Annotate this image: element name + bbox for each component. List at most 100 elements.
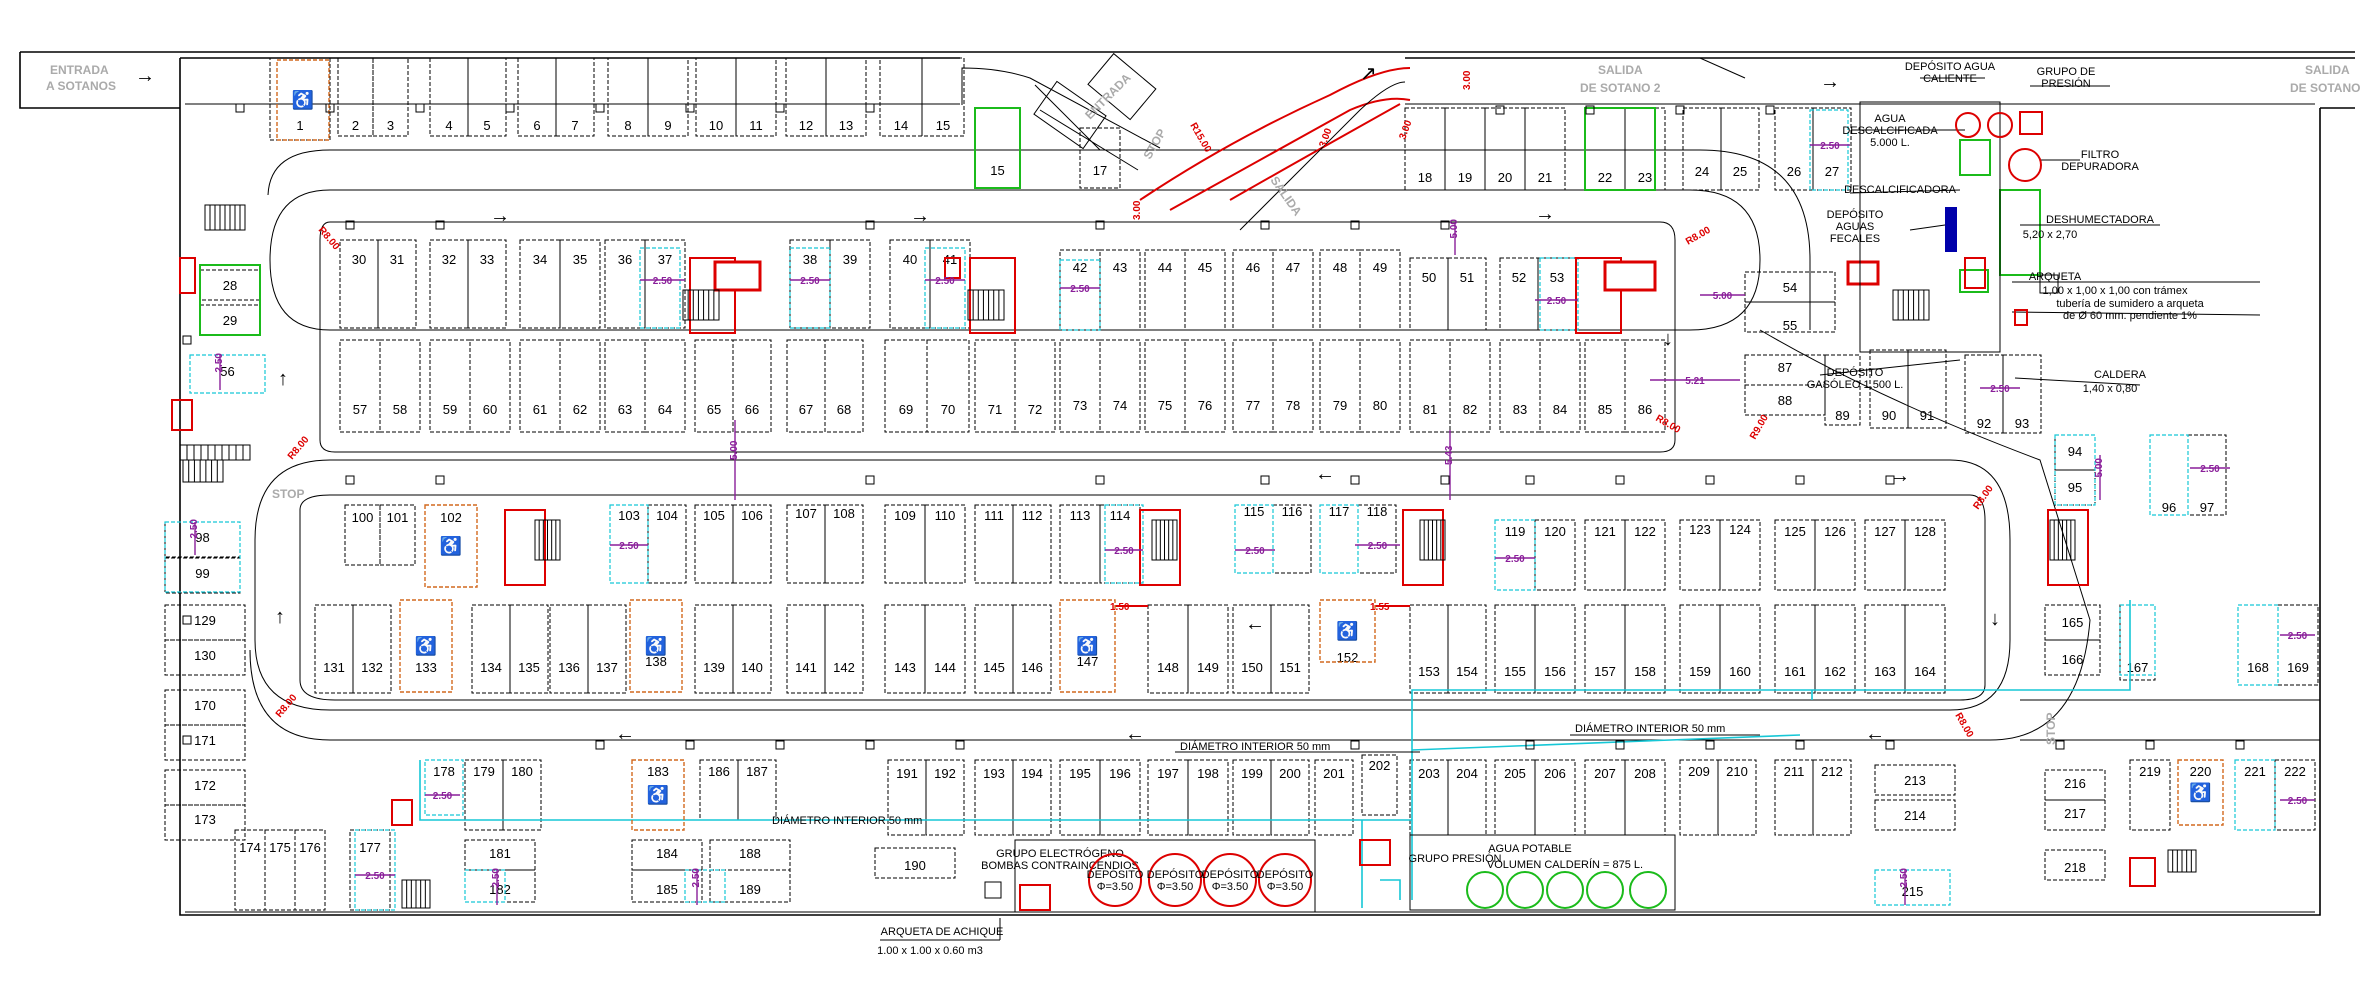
column-marker [182,615,192,625]
parking-space [1187,759,1229,836]
accessible-space-outline [399,599,453,693]
space-number: 117 [1329,504,1350,519]
parking-space [786,339,826,433]
parking-space [884,604,926,694]
parking-space [339,339,381,433]
space-number: 179 [473,764,495,779]
space-number: 45 [1198,260,1212,275]
entrance-label: A SOTANOS [46,79,116,93]
space-number: 186 [708,764,730,779]
right-lane-edge [2020,699,2320,741]
space-number: 82 [1463,402,1477,417]
space-number: 171 [194,733,216,748]
space-number: 106 [741,508,763,523]
column-marker [1675,105,1685,115]
space-number: 192 [934,766,956,781]
traffic-arrow-icon: → [135,65,155,87]
column-marker [345,220,355,230]
column-marker [182,335,192,345]
space-number: 96 [2162,500,2176,515]
traffic-arrow-icon: → [490,205,510,227]
parking-space [1409,339,1451,433]
space-number: 36 [618,252,632,267]
space-number: 58 [393,402,407,417]
dimension-label: 2.50 [1070,284,1090,295]
space-number: 196 [1109,766,1131,781]
traffic-arrow-icon: ← [615,723,635,745]
space-number: 215 [1902,884,1924,899]
parking-space [314,604,354,694]
parking-space [344,504,381,566]
parking-space [1232,339,1274,433]
equipment-label: DEPÓSITO [1827,366,1884,379]
parking-space [644,339,686,433]
parking-space [1079,127,1121,189]
space-number: 49 [1373,260,1387,275]
parking-space [1447,604,1487,694]
parking-space [517,57,557,137]
column-marker [235,103,245,113]
tank-label: DEPÓSITO [1202,868,1259,881]
parking-space [294,829,326,911]
column-marker [1585,105,1595,115]
parking-space [1012,604,1052,694]
parking-space [555,57,595,137]
pipe-label: DIÁMETRO INTERIOR 50 mm [1180,740,1330,753]
parking-space [549,604,589,694]
space-number: 108 [833,506,855,521]
dimension-label: 2.50 [619,541,639,552]
space-number: 138 [645,654,667,669]
traffic-arrow-icon: ↗ [1360,63,1377,85]
space-number: 105 [703,508,725,523]
outer-lane [249,149,2091,741]
space-number: 64 [658,402,672,417]
space-number: 181 [489,846,511,861]
parking-space [1499,339,1541,433]
space-number: 86 [1638,402,1652,417]
dimension-label: 2.50 [935,276,955,287]
dimension-label: 2.50 [1899,868,1910,888]
parking-space [921,57,965,137]
exit-label: SALIDA [2305,63,2350,77]
stair-core-red [1139,509,1181,586]
space-number: 220 [2190,764,2212,779]
space-number: 129 [194,613,216,628]
space-number: 208 [1634,766,1656,781]
space-number: 126 [1824,524,1846,539]
drinking-water-tank [1586,871,1624,909]
column-marker [325,103,335,113]
stair-icon [1151,519,1178,561]
cyan-space-outline [2237,604,2279,686]
equipment-label: 5,20 x 2,70 [2023,229,2077,241]
radius-label: R8.00 [1684,225,1713,248]
traffic-arrow-icon: ↓ [1663,328,1673,350]
stair-icon [401,879,431,909]
column-marker [1095,475,1105,485]
space-number: 15 [936,118,950,133]
dimension-label: 2.50 [1368,541,1388,552]
door-red [1846,260,1880,286]
space-number: 203 [1418,766,1440,781]
hot-water-tank [1955,112,1981,138]
space-number: 218 [2064,860,2086,875]
equipment-label: DEPÓSITO AGUA [1905,60,1996,73]
column-marker [1795,475,1805,485]
parking-space [1907,349,1947,429]
parking-space [1539,339,1581,433]
parking-space [471,604,511,694]
space-number: 209 [1688,764,1710,779]
space-number: 102 [440,510,462,525]
parking-space [926,339,970,433]
radius-label: 1.50 [1110,602,1130,613]
column-marker [685,103,695,113]
cyan-space-outline [424,759,464,816]
cyan-space-outline [789,247,831,329]
space-number: 156 [1544,664,1566,679]
space-number: 201 [1323,766,1345,781]
stair-core-red [1964,257,1986,289]
space-number: 33 [480,252,494,267]
parking-space [1359,339,1401,433]
parking-space [1624,604,1666,694]
parking-space [1864,604,1906,694]
parking-space [735,57,777,137]
